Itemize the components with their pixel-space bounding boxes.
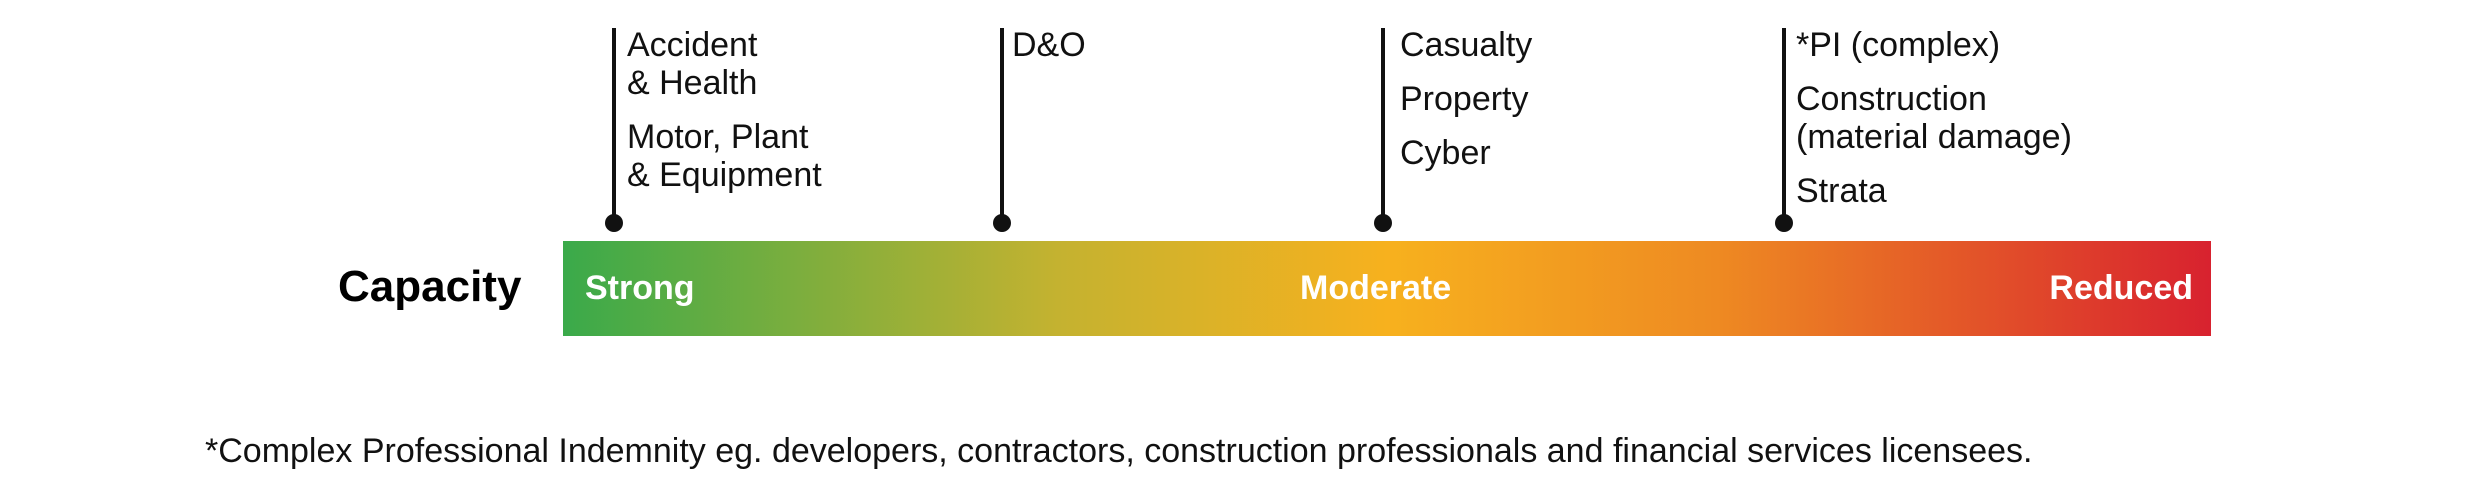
marker-dot-3 — [1374, 214, 1392, 232]
marker-item: Property — [1400, 80, 1529, 118]
marker-group-4: *PI (complex) Construction (material dam… — [1796, 26, 2072, 210]
scale-label-moderate: Moderate — [1300, 269, 1452, 307]
marker-item: *PI (complex) — [1796, 26, 2001, 64]
marker-item: D&O — [1012, 26, 1086, 64]
marker-item: Accident & Health — [627, 26, 758, 102]
marker-group-2: D&O — [1012, 26, 1086, 64]
capacity-scale-bar: Strong Moderate Reduced — [563, 241, 2211, 336]
marker-group-3: Casualty Property Cyber — [1400, 26, 1532, 172]
marker-item: Strata — [1796, 172, 1887, 210]
marker-dot-4 — [1775, 214, 1793, 232]
marker-line-4 — [1782, 28, 1786, 224]
marker-item: Casualty — [1400, 26, 1533, 64]
scale-label-strong: Strong — [585, 269, 695, 307]
footnote: *Complex Professional Indemnity eg. deve… — [205, 432, 2033, 470]
marker-item: Cyber — [1400, 134, 1491, 172]
capacity-label: Capacity — [338, 262, 522, 311]
scale-label-reduced: Reduced — [2049, 269, 2193, 307]
marker-line-1 — [612, 28, 616, 224]
marker-item: Motor, Plant & Equipment — [627, 118, 822, 194]
marker-group-1: Accident & Health Motor, Plant & Equipme… — [627, 26, 822, 194]
marker-item: Construction (material damage) — [1796, 80, 2072, 156]
marker-line-2 — [1000, 28, 1004, 224]
marker-line-3 — [1381, 28, 1385, 224]
marker-dot-1 — [605, 214, 623, 232]
marker-dot-2 — [993, 214, 1011, 232]
